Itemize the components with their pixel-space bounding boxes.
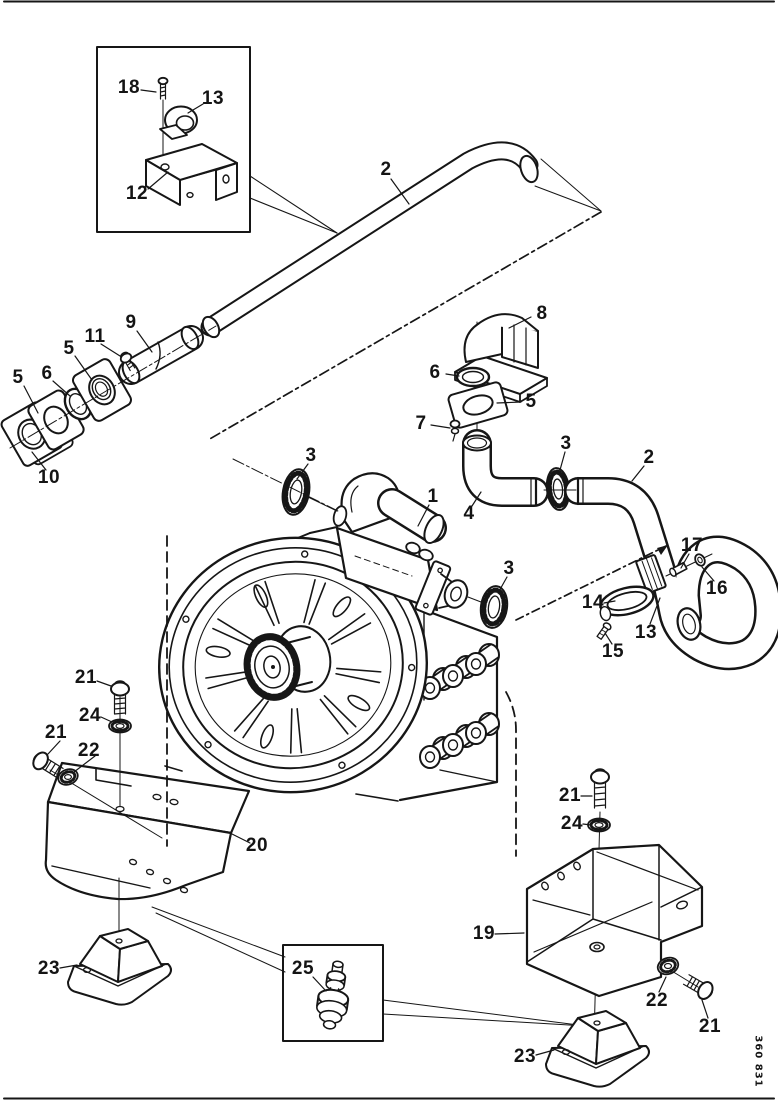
gasket-5-mid bbox=[447, 381, 509, 429]
screw-18 bbox=[157, 76, 169, 100]
bolt-21-right-side bbox=[682, 974, 714, 1000]
washer-24-left bbox=[108, 718, 132, 734]
leader-lines bbox=[23, 89, 715, 1056]
bolt-11 bbox=[119, 351, 136, 372]
flywheel-rim-holes bbox=[182, 550, 416, 769]
clamp-screw-15 bbox=[596, 622, 612, 640]
rubber-mount-23-left bbox=[67, 928, 172, 1006]
rubber-mount-23-right bbox=[545, 1010, 650, 1088]
detail-box-fitting-25 bbox=[282, 944, 384, 1042]
hose-clamp-band-13 bbox=[635, 553, 713, 594]
pipe-clamp-13 bbox=[159, 105, 198, 140]
thermostat-housing-stack bbox=[447, 313, 548, 442]
washer-22-right bbox=[656, 956, 680, 976]
detail-box-clamp-bracket bbox=[96, 46, 338, 234]
clamp-nut-16 bbox=[694, 553, 706, 567]
drawing-number: 360 831 bbox=[752, 1035, 764, 1088]
hose-clamp-3-lower bbox=[479, 585, 509, 629]
elbow-hose-4 bbox=[462, 429, 549, 507]
flywheel-spokes bbox=[205, 578, 382, 754]
bolt-21-left-side bbox=[32, 751, 64, 779]
o-ring-6-mid bbox=[455, 366, 491, 388]
flange-gasket-stack bbox=[0, 351, 136, 467]
fitting-25 bbox=[316, 960, 350, 1030]
hose-clamp-3-left bbox=[281, 468, 311, 516]
outlet-housing-8 bbox=[454, 313, 548, 403]
assembly-centerlines bbox=[9, 158, 699, 1041]
mount-bracket-19 bbox=[525, 843, 704, 998]
pump-1 bbox=[332, 472, 469, 616]
water-pipe-2 bbox=[200, 141, 539, 339]
wire-clamp-14 bbox=[596, 585, 655, 640]
engine-block bbox=[164, 526, 500, 802]
bolt-21-right-top bbox=[590, 768, 610, 809]
block-bosses bbox=[419, 643, 500, 769]
clip-7 bbox=[449, 419, 461, 442]
flywheel-hub-gear bbox=[243, 625, 332, 701]
washer-22-left bbox=[57, 768, 79, 786]
curved-hose-2 bbox=[564, 476, 778, 671]
bolt-21-left-top bbox=[110, 680, 130, 715]
bracket-12 bbox=[145, 143, 238, 206]
mount-bracket-20 bbox=[44, 761, 251, 901]
page-frame bbox=[3, 0, 775, 1100]
